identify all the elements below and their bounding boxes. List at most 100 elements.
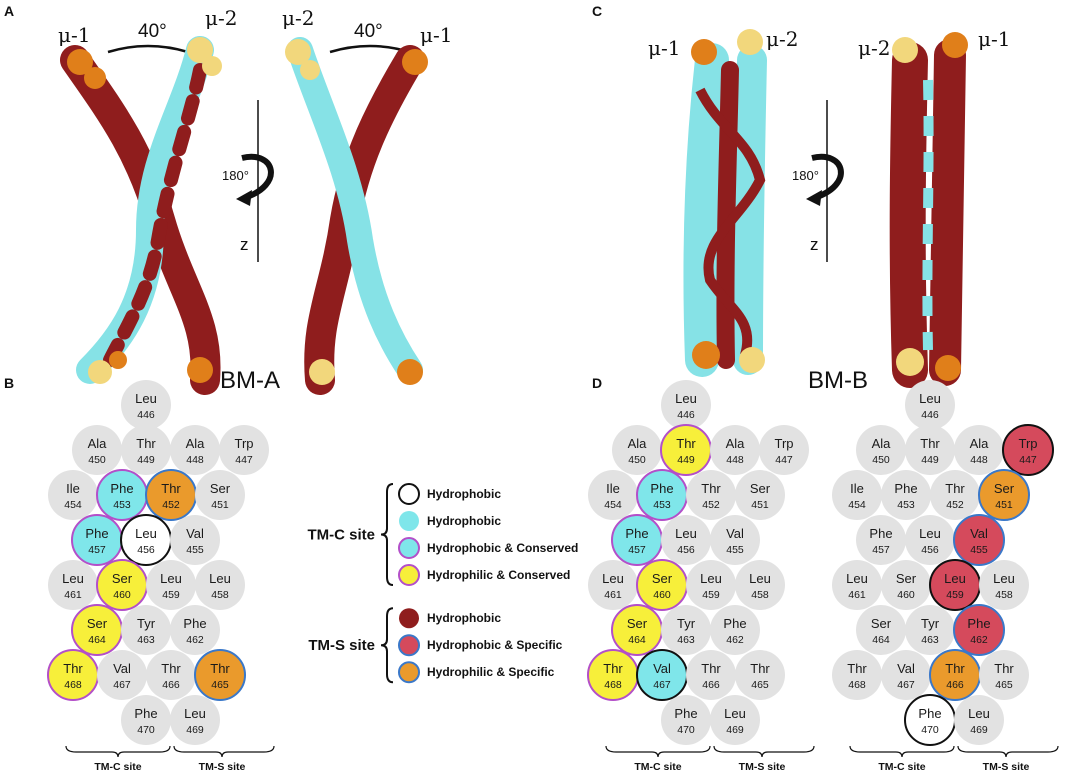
- residue-name: Ala: [872, 436, 892, 451]
- legend-group-label: TM-S site: [308, 637, 375, 654]
- legend-item: Hydrophilic & Conserved: [398, 564, 570, 586]
- mu1-label-a-right: μ-1: [420, 23, 452, 47]
- legend-swatch: [398, 564, 420, 586]
- residue-circle: [612, 425, 662, 475]
- legend-brace: [380, 483, 394, 586]
- residue-circle: [1002, 424, 1054, 476]
- mu1-label-c-left: μ-1: [648, 36, 680, 60]
- residue-name: Ile: [606, 481, 620, 496]
- residue-circle: [710, 425, 760, 475]
- residue-number: 454: [64, 499, 82, 511]
- residue-circle: [979, 560, 1029, 610]
- residue-name: Leu: [724, 706, 746, 721]
- residue-name: Ser: [652, 571, 673, 586]
- residue-number: 461: [604, 589, 622, 601]
- residue-name: Leu: [846, 571, 868, 586]
- residue-name: Thr: [701, 661, 721, 676]
- helical-net-d-left: Leu446Ala450Thr449Ala448Trp447Ile454Phe4…: [587, 380, 815, 773]
- residue-number: 452: [702, 499, 720, 511]
- residue-name: Leu: [675, 526, 697, 541]
- legend-item: Hydrophobic: [399, 608, 501, 629]
- residue-name: Thr: [210, 661, 230, 676]
- residue-number: 450: [88, 454, 106, 466]
- residue-name: Leu: [749, 571, 771, 586]
- helical-net-b: Leu446Ala450Thr449Ala448Trp447Ile454Phe4…: [47, 380, 275, 773]
- residue-circle: [856, 425, 906, 475]
- residue-circle: [710, 515, 760, 565]
- residue-name: Ser: [750, 481, 771, 496]
- residue-number: 467: [653, 679, 671, 691]
- residue-circle: [170, 425, 220, 475]
- residue-circle: [954, 425, 1004, 475]
- residue-number: 462: [186, 634, 204, 646]
- residue-circle: [978, 469, 1030, 521]
- residue-number: 470: [137, 724, 155, 736]
- residue-name: Ala: [726, 436, 746, 451]
- residue-circle: [146, 560, 196, 610]
- residue-name: Phe: [650, 481, 673, 496]
- residue-name: Thr: [945, 661, 965, 676]
- residue-name: Leu: [993, 571, 1015, 586]
- residue-name: Leu: [944, 571, 966, 586]
- rotation-arrowhead-a: [236, 190, 252, 206]
- residue-name: Trp: [1018, 436, 1037, 451]
- residue-circle: [195, 470, 245, 520]
- legend-item: Hydrophobic: [399, 511, 501, 531]
- residue-name: Leu: [602, 571, 624, 586]
- residue-number: 460: [897, 589, 915, 601]
- residue-name: Phe: [85, 526, 108, 541]
- brace-tms: [713, 745, 815, 758]
- legend-item: Hydrophobic & Specific: [398, 634, 563, 657]
- residue-name: Val: [186, 526, 204, 541]
- residue-circle: [710, 695, 760, 745]
- site-label-tmc: TM-C site: [878, 761, 925, 773]
- residue-number: 468: [604, 679, 622, 691]
- mu2-label-c-left: μ-2: [766, 27, 798, 51]
- residue-circle: [954, 695, 1004, 745]
- residue-name: Leu: [160, 571, 182, 586]
- residue-461: Leu 461: [588, 560, 638, 610]
- brace-tms: [957, 745, 1059, 758]
- mu1-label-a-left: μ-1: [58, 23, 90, 47]
- helix-dimer-a-right: [285, 37, 428, 395]
- model-name-c: BM-B: [808, 367, 868, 394]
- residue-number: 458: [211, 589, 229, 601]
- residue-circle: [735, 650, 785, 700]
- residue-name: Phe: [894, 481, 917, 496]
- residue-circle: [881, 560, 931, 610]
- residue-name: Val: [897, 661, 915, 676]
- residue-number: 456: [921, 544, 939, 556]
- legend-brace: [380, 607, 394, 684]
- residue-circle: [121, 380, 171, 430]
- residue-circle: [219, 425, 269, 475]
- residue-name: Leu: [135, 391, 157, 406]
- residue-circle: [905, 605, 955, 655]
- residue-number: 453: [113, 499, 131, 511]
